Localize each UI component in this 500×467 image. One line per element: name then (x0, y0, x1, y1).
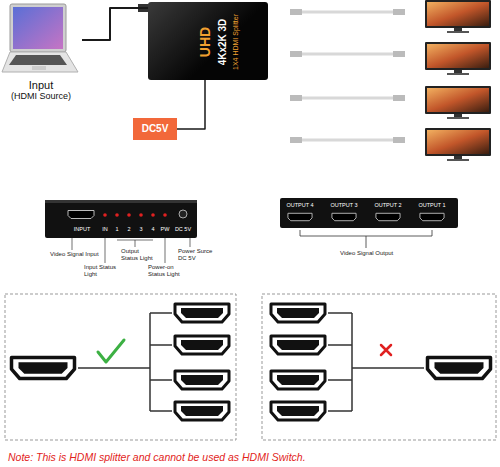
leader-line (105, 238, 106, 263)
front-panel (45, 200, 197, 238)
status-led (115, 213, 119, 217)
cable-connector (177, 80, 205, 129)
output-bracket (300, 230, 432, 248)
panel-edge (45, 200, 197, 203)
hdmi-connector (271, 336, 325, 354)
callout-text: Input Status Light (84, 264, 118, 278)
cable-plug (393, 9, 405, 15)
output-port (332, 213, 356, 220)
led-label: 4 (147, 226, 159, 232)
hdmi-connector (12, 358, 75, 379)
port-label: DC 5V (172, 226, 194, 232)
cable-connector (82, 8, 148, 40)
laptop-screen (13, 7, 63, 49)
port-label: OUTPUT 2 (368, 202, 408, 208)
tv-monitor (425, 128, 491, 161)
leader-line (72, 238, 73, 250)
status-led (151, 213, 155, 217)
dashed-frame (262, 294, 496, 440)
hdmi-connector (271, 304, 325, 322)
hdmi-connector (271, 371, 325, 389)
hdmi-connector (271, 402, 325, 420)
status-led (139, 213, 143, 217)
led-label: IN (99, 226, 111, 232)
hdmi-cable (302, 11, 393, 14)
cable-plug (393, 137, 405, 143)
cable-plug (290, 95, 302, 101)
hdmi-connector (175, 402, 229, 420)
laptop-keyboard (9, 55, 67, 65)
source-label: (HDMI Source) (0, 92, 82, 102)
power-input-box: DC5V (133, 118, 177, 140)
laptop-base (2, 52, 78, 72)
led-label: PW (159, 226, 171, 232)
tv-monitor (425, 42, 491, 75)
status-led (127, 213, 131, 217)
split-lines (78, 313, 172, 411)
tv-monitor (425, 0, 491, 33)
leader-lines (72, 238, 190, 263)
cable-plug (290, 51, 302, 57)
tv-monitor (425, 86, 491, 119)
port-label: INPUT (66, 226, 98, 232)
led-label: 1 (111, 226, 123, 232)
leader-line (190, 238, 191, 247)
cable-plug (393, 51, 405, 57)
input-port (68, 211, 94, 219)
check-mark (98, 340, 124, 362)
leader-bracket (117, 240, 153, 247)
dc-jack (179, 210, 187, 218)
resolution-text: 4Kx2K 3D (217, 19, 228, 66)
output-cables (290, 9, 405, 143)
hdmi-connector (428, 358, 491, 379)
led-label: 2 (123, 226, 135, 232)
cable-plug (290, 9, 302, 15)
port-label: OUTPUT 3 (324, 202, 364, 208)
hdmi-cable (302, 97, 393, 100)
status-led (163, 213, 167, 217)
model-text: 1X4 HDMI Splitter (232, 14, 240, 70)
status-led (103, 213, 107, 217)
dashed-frame (5, 294, 236, 440)
port-label: OUTPUT 1 (412, 202, 452, 208)
laptop-source: Input(HDMI Source) (0, 0, 82, 106)
callout-text: Power-on Status Light (148, 264, 184, 278)
port-label: OUTPUT 4 (280, 202, 320, 208)
laptop-lid (10, 4, 66, 52)
output-port (288, 213, 312, 220)
brand-text: UHD (198, 27, 213, 57)
input-label: Input (0, 79, 82, 91)
cross-mark (381, 345, 391, 355)
hdmi-cable (302, 139, 393, 142)
callout-text: Output Status Light (121, 248, 157, 262)
merge-lines (328, 313, 424, 411)
output-port (420, 213, 444, 220)
hdmi-connector (175, 304, 229, 322)
hdmi-connector (175, 371, 229, 389)
hdmi-cable (302, 53, 393, 56)
cable-plug (290, 137, 302, 143)
output-port (376, 213, 400, 220)
note-text: Note: This is HDMI splitter and cannot b… (8, 451, 498, 463)
callout-text: Power Surce DC 5V (178, 248, 216, 262)
power-label: DC5V (133, 118, 177, 140)
back-panel (280, 198, 458, 228)
callout-text: Video Signal Input (50, 251, 120, 258)
laptop-touchpad (32, 66, 46, 70)
hdmi-connector (175, 336, 229, 354)
cable-plug (393, 95, 405, 101)
callout-text: Video Signal Output (340, 250, 430, 257)
leader-line (165, 238, 166, 263)
led-label: 3 (135, 226, 147, 232)
splitter-box: UHD 4Kx2K 3D 1X4 HDMI Splitter (148, 2, 268, 80)
